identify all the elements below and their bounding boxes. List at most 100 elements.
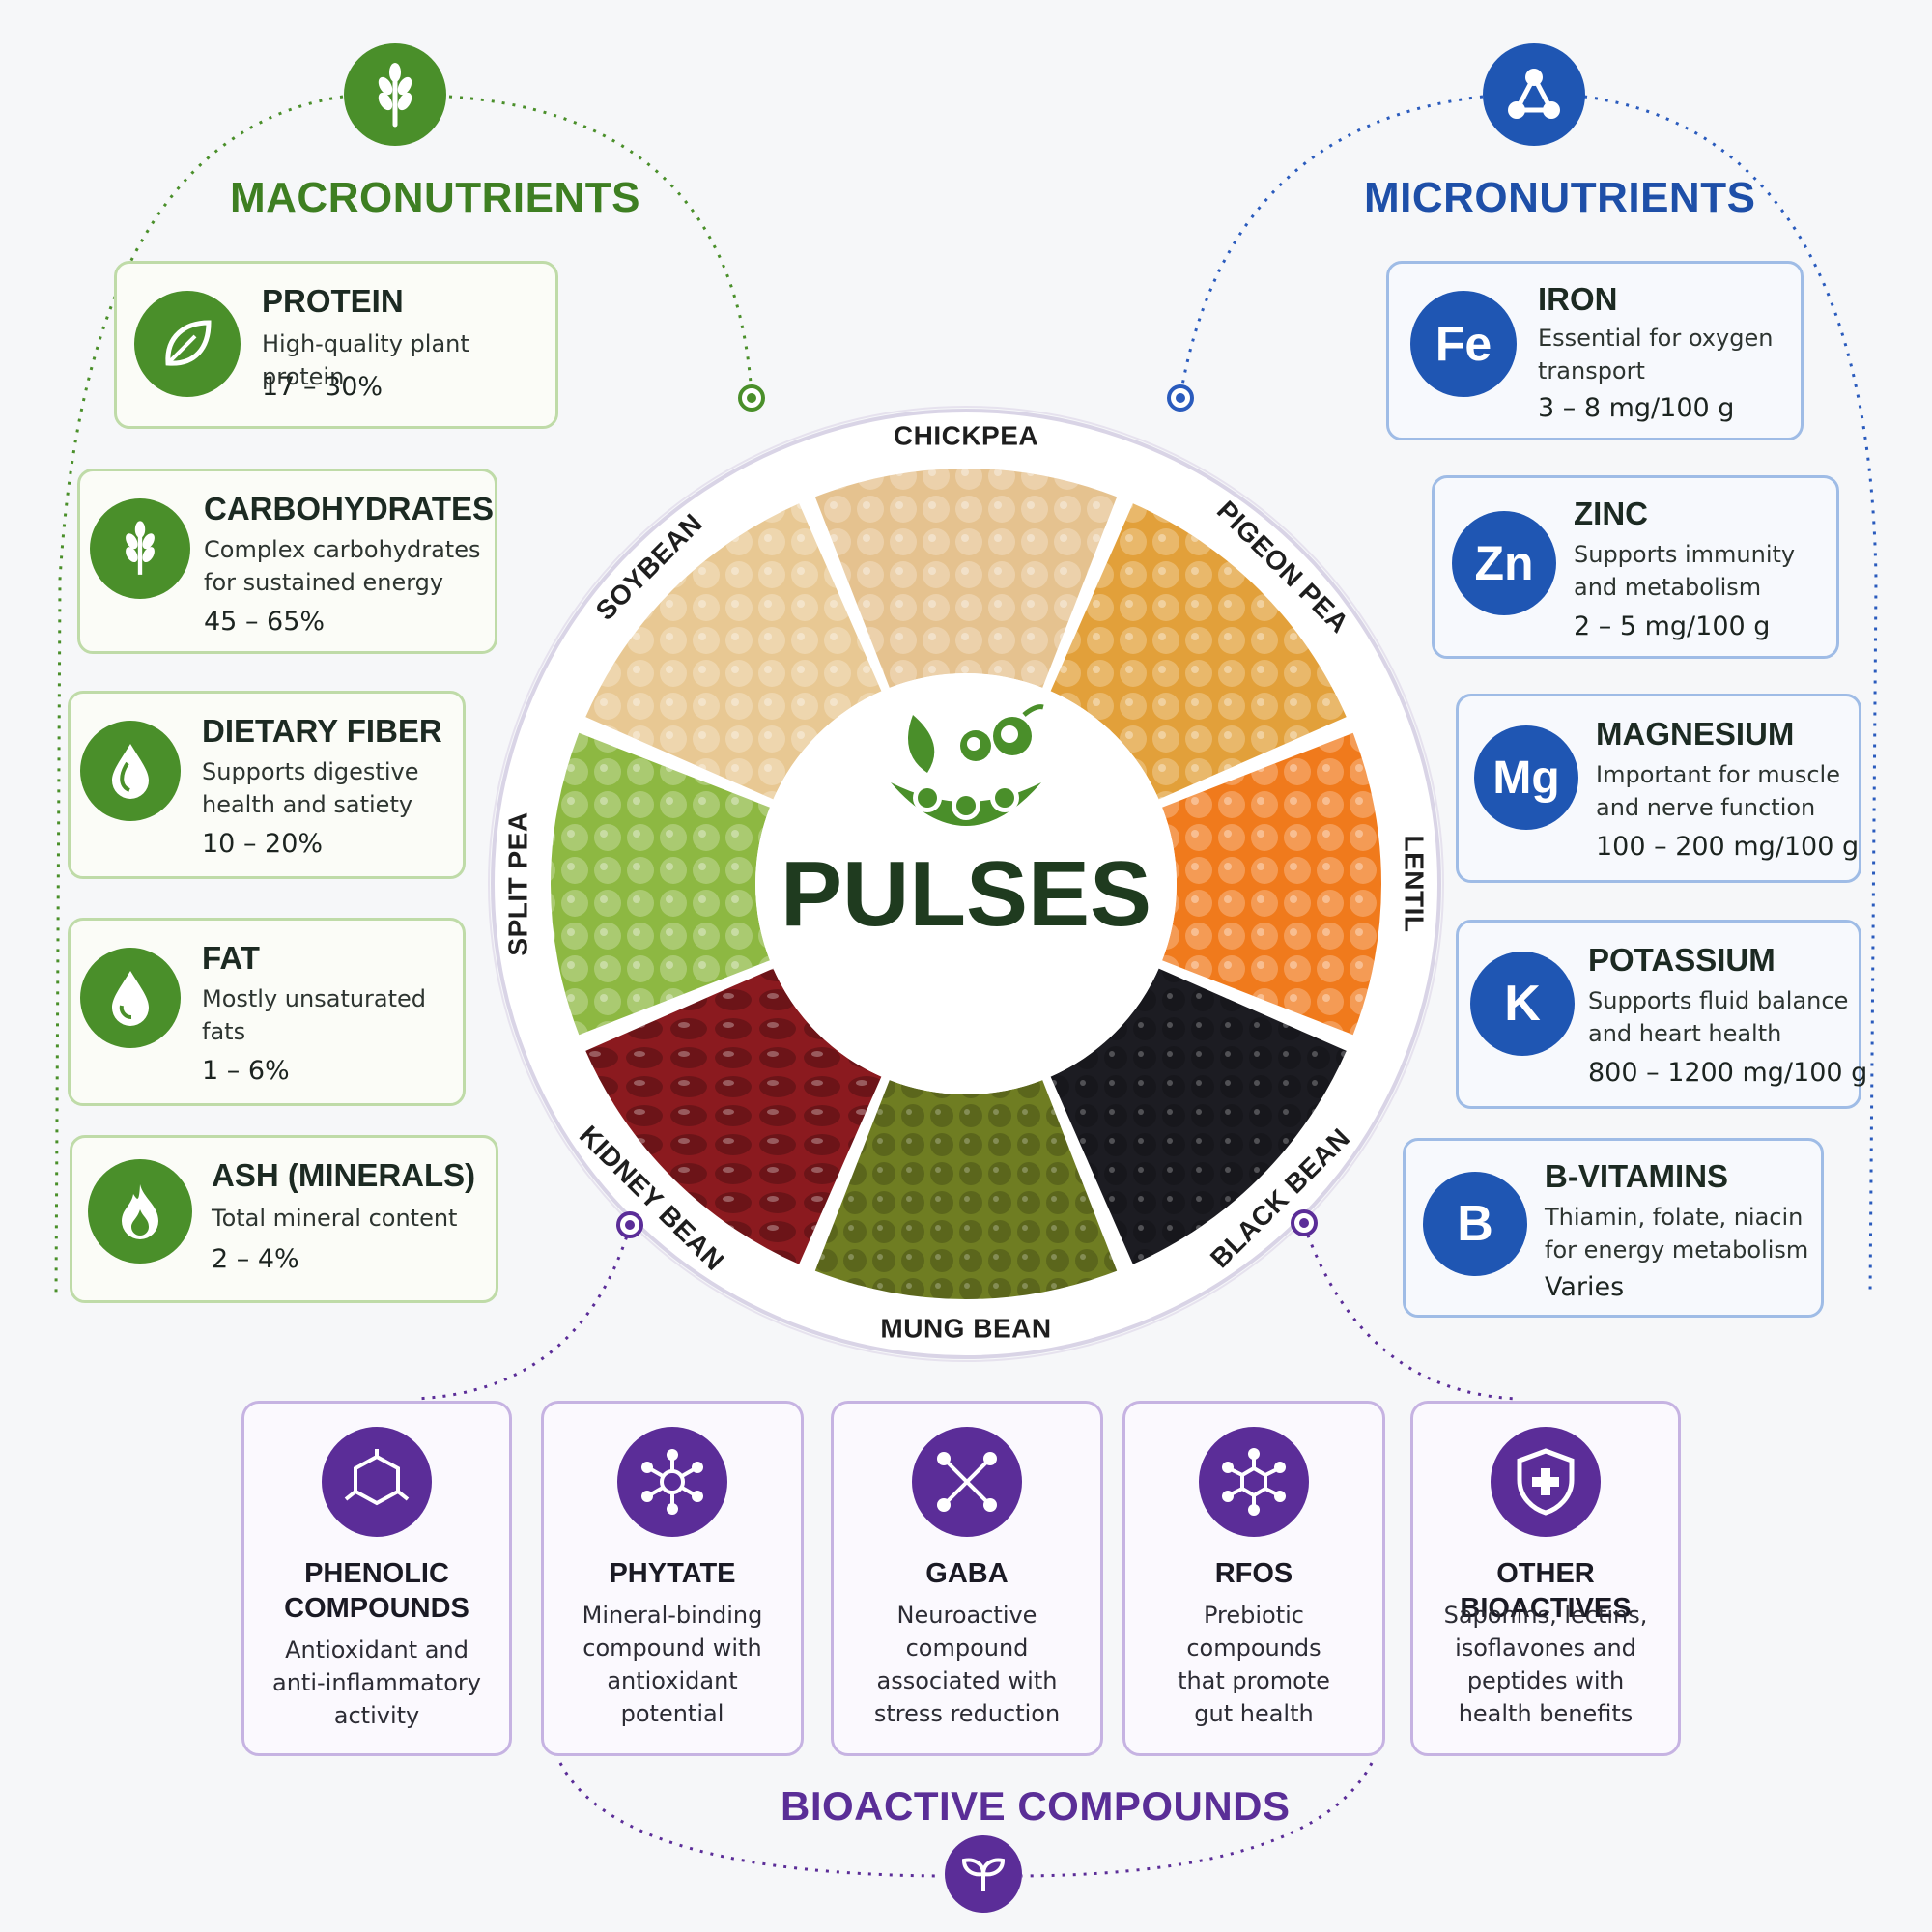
zinc-title: ZINC [1574,496,1648,531]
soybean-texture [585,503,882,800]
potassium-title: POTASSIUM [1588,942,1776,978]
shield-plus-icon [1491,1427,1601,1537]
molecule-icon [617,1427,727,1537]
magnesium-card: Mg MAGNESIUM Important for muscle and ne… [1456,694,1861,883]
magnesium-title: MAGNESIUM [1596,716,1795,752]
other-bioactives-desc: Saponins, lectins, isoflavones and pepti… [1421,1599,1670,1730]
b-vitamins-desc-line2: for energy metabolism [1545,1236,1809,1264]
pulses-title: PULSES [781,842,1151,946]
other-bioactives-desc-line1: Saponins, lectins, [1443,1602,1648,1629]
iron-value: 3 – 8 mg/100 g [1538,393,1735,423]
magnesium-symbol-badge: Mg [1474,725,1578,830]
carbohydrates-desc-line2: for sustained energy [204,569,444,596]
zinc-desc-line2: and metabolism [1574,574,1762,601]
b-vitamins-desc-line1: Thiamin, folate, niacin [1545,1204,1804,1231]
phytate-desc-line2: compound with [582,1634,762,1662]
dietary-fiber-card: DIETARY FIBER Supports digestive health … [68,691,466,879]
dietary-fiber-desc-line1: Supports digestive [202,758,419,785]
mung-bean-label: MUNG BEAN [880,1313,1051,1343]
molecule-chain-icon [912,1427,1022,1537]
fat-desc-line2: fats [202,1018,246,1045]
zinc-symbol-badge: Zn [1452,511,1556,615]
drop-icon [80,721,181,821]
atom-network-icon [1508,69,1560,119]
gaba-desc-line3: stress reduction [873,1700,1061,1727]
other-bioactives-desc-line3: peptides with [1466,1667,1625,1694]
magnesium-value: 100 – 200 mg/100 g [1596,832,1860,862]
phytate-desc-line1: Mineral-binding [582,1602,763,1629]
macronutrients-badge [344,43,446,146]
wheat-icon [378,63,412,128]
potassium-value: 800 – 1200 mg/100 g [1588,1058,1868,1088]
phytate-card: PHYTATE Mineral-binding compound with an… [541,1401,804,1756]
chickpea-texture [814,468,1118,688]
kidney-bean-texture [585,968,882,1264]
iron-card: Fe IRON Essential for oxygen transport 3… [1386,261,1804,440]
rfos-desc-line3: gut health [1194,1700,1314,1727]
protein-title: PROTEIN [262,283,404,319]
pea-pod-icon [891,704,1044,826]
fat-card: FAT Mostly unsaturated fats 1 – 6% [68,918,466,1106]
magnesium-desc-line1: Important for muscle [1596,761,1840,788]
gaba-desc-line1: Neuroactive compound [896,1602,1037,1662]
ash-minerals-title: ASH (MINERALS) [212,1157,476,1193]
dietary-fiber-title: DIETARY FIBER [202,713,442,749]
potassium-card: K POTASSIUM Supports fluid balance and h… [1456,920,1867,1109]
phenolic-title-line2: COMPOUNDS [284,1593,469,1624]
phenolic-compounds-desc: Antioxidant and anti-inflammatory activi… [252,1634,501,1732]
oil-drop-icon [80,948,181,1048]
b-vitamins-title: B-VITAMINS [1545,1158,1729,1194]
iron-desc-line2: transport [1538,357,1645,384]
carbohydrates-desc-line1: Complex carbohydrates [204,536,481,563]
micronutrients-badge [1483,43,1585,146]
other-bioactives-desc-line4: health benefits [1458,1700,1634,1727]
split-pea-texture [551,732,770,1036]
carbohydrates-value: 45 – 65% [204,607,326,637]
b-vitamins-card: B B-VITAMINS Thiamin, folate, niacin for… [1403,1138,1824,1318]
ash-minerals-desc: Total mineral content [212,1205,458,1232]
phytate-desc-line4: potential [620,1700,724,1727]
zinc-card: Zn ZINC Supports immunity and metabolism… [1432,475,1839,659]
rfos-desc: Prebiotic compounds that promote gut hea… [1133,1599,1375,1730]
phenolic-title-line1: PHENOLIC [304,1558,449,1589]
magnesium-desc-line2: and nerve function [1596,794,1816,821]
dietary-fiber-value: 10 – 20% [202,829,324,859]
phenolic-desc-line3: activity [333,1702,420,1729]
zinc-desc-line1: Supports immunity [1574,541,1796,568]
b-vitamins-value: Varies [1545,1272,1625,1302]
gaba-desc-line2: associated with [876,1667,1058,1694]
gaba-desc: Neuroactive compound associated with str… [841,1599,1093,1730]
molecule-ring-icon [322,1427,432,1537]
molecule-cluster-icon [1199,1427,1309,1537]
b-vitamins-symbol-badge: B [1423,1172,1527,1276]
ash-minerals-card: ASH (MINERALS) Total mineral content 2 –… [70,1135,498,1303]
rfos-card: RFOS Prebiotic compounds that promote gu… [1122,1401,1385,1756]
phenolic-compounds-card: PHENOLIC COMPOUNDS Antioxidant and anti-… [242,1401,512,1756]
dietary-fiber-desc-line2: health and satiety [202,791,413,818]
rfos-desc-line1: Prebiotic compounds [1186,1602,1321,1662]
potassium-desc-line1: Supports fluid balance [1588,987,1849,1014]
fat-desc-line1: Mostly unsaturated [202,985,427,1012]
rfos-desc-line2: that promote [1178,1667,1330,1694]
iron-title: IRON [1538,281,1618,317]
carbohydrates-title: CARBOHYDRATES [204,491,495,526]
rfos-title: RFOS [1214,1558,1293,1589]
split-pea-label: SPLIT PEA [502,811,532,955]
micronutrients-title: MICRONUTRIENTS [1364,174,1756,221]
pulse-segments [551,468,1381,1299]
potassium-desc-line2: and heart health [1588,1020,1782,1047]
phenolic-desc-line1: Antioxidant and [285,1636,469,1663]
iron-desc-line1: Essential for oxygen [1538,325,1774,352]
other-bioactives-card: OTHER BIOACTIVES Saponins, lectins, isof… [1410,1401,1681,1756]
bioactive-compounds-title: BIOACTIVE COMPOUNDS [781,1783,1291,1829]
iron-symbol-badge: Fe [1410,291,1517,397]
chickpea-label: CHICKPEA [894,420,1038,450]
black-bean-texture [1050,968,1347,1264]
potassium-symbol-badge: K [1470,952,1575,1056]
mung-bean-texture [814,1080,1118,1299]
flame-icon [88,1159,192,1264]
gaba-card: GABA Neuroactive compound associated wit… [831,1401,1103,1756]
